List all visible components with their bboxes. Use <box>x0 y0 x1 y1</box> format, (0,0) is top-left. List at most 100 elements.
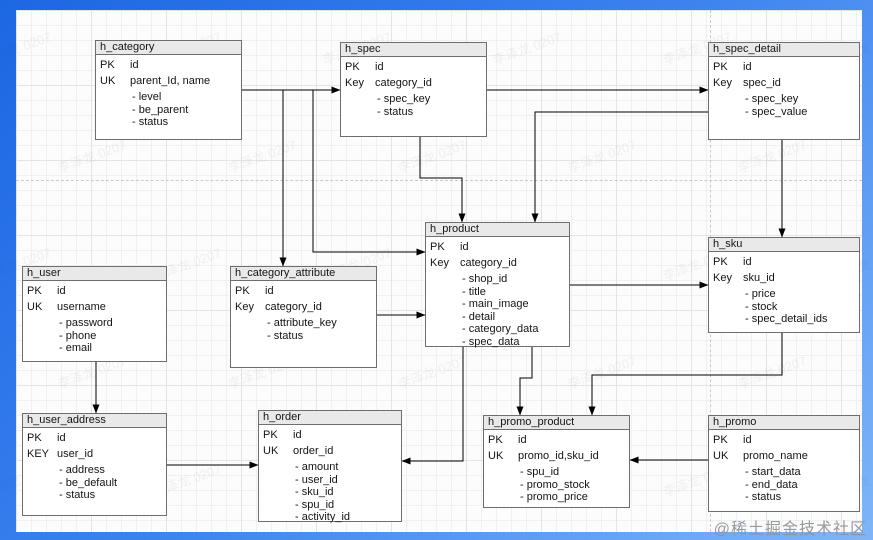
entity-title: h_promo <box>709 416 859 430</box>
field-name: category_id <box>265 301 322 313</box>
field-key-label: PK <box>430 241 445 253</box>
watermark-tile: 李泽龙 0207 <box>490 29 564 68</box>
field-row: - status <box>132 116 169 128</box>
field-name: promo_name <box>743 450 808 462</box>
field-name: id <box>743 61 752 73</box>
field-name: username <box>57 301 106 313</box>
entity-title: h_category <box>96 41 241 55</box>
field-row: - email <box>59 342 93 354</box>
field-row: PK id <box>231 285 376 298</box>
field-row: - spu_id <box>295 498 335 511</box>
field-key-label: Key <box>430 257 449 269</box>
field-name: id <box>57 432 66 444</box>
field-name: id <box>518 434 527 446</box>
field-row: UK order_id <box>259 445 401 458</box>
entity-title: h_user <box>23 267 166 281</box>
field-row: - status <box>267 329 304 342</box>
watermark-tile: 李泽龙 0207 <box>565 137 639 176</box>
field-row: - promo_price <box>520 491 588 503</box>
field-row: - spec_data <box>462 335 520 348</box>
entity-title: h_category_attribute <box>231 267 376 281</box>
field-name: id <box>57 285 66 297</box>
field-name: id <box>743 434 752 446</box>
field-row: - level <box>132 91 162 103</box>
field-row: - end_data <box>745 478 798 491</box>
field-name: parent_Id, name <box>130 75 211 87</box>
field-key-label: Key <box>713 272 732 284</box>
relation-h_category-to-h_category_attribute <box>242 89 287 267</box>
field-row: - be_default <box>59 476 118 489</box>
page-break-guide-horizontal <box>16 180 862 181</box>
field-row: - spec_value <box>745 105 808 118</box>
field-name: id <box>375 61 384 73</box>
field-name: id <box>130 59 139 71</box>
field-row: - price <box>745 288 776 300</box>
field-row: - status <box>745 491 782 503</box>
field-row: - spec_detail_ids <box>745 313 828 325</box>
entity-title: h_user_address <box>23 414 166 428</box>
entity-title: h_sku <box>709 238 859 252</box>
field-row: - start_data <box>745 466 801 478</box>
field-row: - category_data <box>462 323 539 335</box>
field-row: - spec_key <box>377 93 431 105</box>
watermark-tile: 李泽龙 0207 <box>55 137 129 176</box>
field-row: PK id <box>341 61 486 74</box>
field-key-label: PK <box>100 59 115 71</box>
field-name: category_id <box>375 77 432 89</box>
field-row: - attribute_key <box>267 317 337 329</box>
field-row: PK id <box>484 434 629 447</box>
field-key-label: UK <box>100 75 116 87</box>
relation-h_product-to-h_promo_product <box>516 347 533 416</box>
field-key-label: PK <box>235 285 250 297</box>
field-row: - main_image <box>462 298 529 310</box>
field-row: - status <box>377 105 414 118</box>
field-name: id <box>265 285 274 297</box>
field-key-label: UK <box>263 445 279 457</box>
field-name: promo_id,sku_id <box>518 450 599 462</box>
field-name: category_id <box>460 257 517 269</box>
relation-h_spec_detail-to-h_product <box>531 111 708 223</box>
credit-watermark: @稀土掘金技术社区 <box>713 521 867 538</box>
field-name: order_id <box>293 445 334 457</box>
field-row: - stock <box>745 300 778 313</box>
field-key-label: PK <box>488 434 503 446</box>
field-key-label: PK <box>345 61 360 73</box>
relation-h_product-to-h_order <box>401 347 464 465</box>
relation-h_sku-to-h_promo_product <box>588 333 783 416</box>
field-key-label: UK <box>488 450 504 462</box>
entity-title: h_order <box>259 411 401 425</box>
field-row: UK promo_id,sku_id <box>484 450 629 463</box>
field-name: user_id <box>57 448 94 460</box>
field-row: - promo_stock <box>520 478 590 491</box>
field-key-label: PK <box>263 429 278 441</box>
field-row: - shop_id <box>462 273 508 285</box>
field-key-label: PK <box>713 256 728 268</box>
